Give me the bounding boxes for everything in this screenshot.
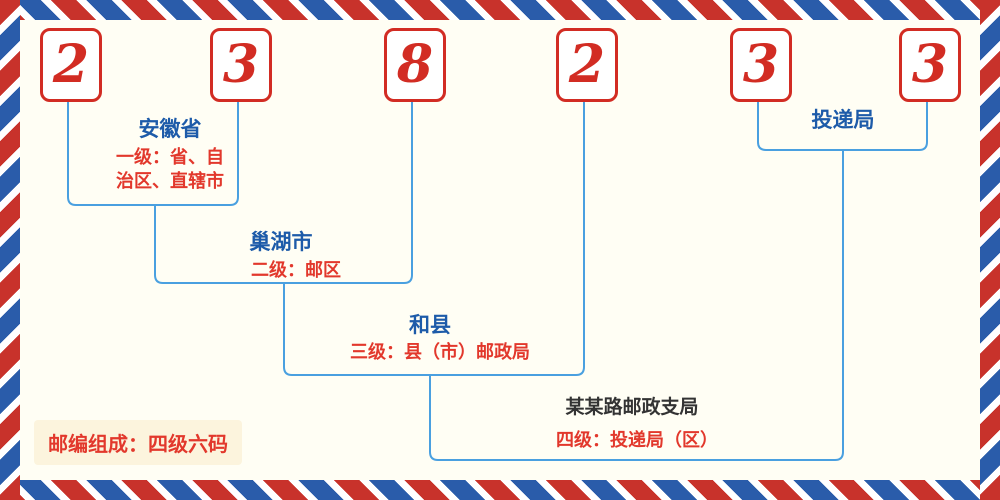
- digit-4: 2: [568, 34, 606, 95]
- level2-desc: 二级：邮区: [251, 260, 341, 280]
- level2-title: 巢湖市: [249, 231, 313, 254]
- digit-box-4: 2: [556, 28, 618, 102]
- airmail-border-top: [0, 0, 1000, 20]
- composition-note: 邮编组成：四级六码: [34, 420, 242, 465]
- level1-desc-line1: 一级：省、自: [116, 147, 224, 167]
- digit-box-5: 3: [730, 28, 792, 102]
- digit-1: 2: [52, 34, 90, 95]
- level4-bracket: [429, 150, 844, 461]
- level4-desc: 四级：投递局（区）: [556, 430, 718, 450]
- airmail-border-bottom: [0, 480, 1000, 500]
- digit-box-3: 8: [384, 28, 446, 102]
- level1-desc-line2: 治区、直辖市: [116, 171, 224, 191]
- digit-box-1: 2: [40, 28, 102, 102]
- digit-2: 3: [222, 34, 260, 95]
- level1-title: 安徽省: [138, 118, 202, 141]
- delivery-bracket: [757, 96, 928, 151]
- level3-desc: 三级：县（市）邮政局: [350, 342, 530, 362]
- level1-bracket: [67, 96, 239, 206]
- airmail-border-left: [0, 0, 20, 500]
- level3-bracket: [283, 96, 585, 376]
- digit-6: 3: [911, 34, 949, 95]
- digit-box-6: 3: [899, 28, 961, 102]
- digit-3: 8: [396, 34, 434, 95]
- level3-title: 和县: [409, 314, 451, 337]
- digit-box-2: 3: [210, 28, 272, 102]
- digit-5: 3: [742, 34, 780, 95]
- level4-title: 某某路邮政支局: [565, 397, 699, 418]
- airmail-border-right: [980, 0, 1000, 500]
- delivery-title: 投递局: [811, 109, 875, 132]
